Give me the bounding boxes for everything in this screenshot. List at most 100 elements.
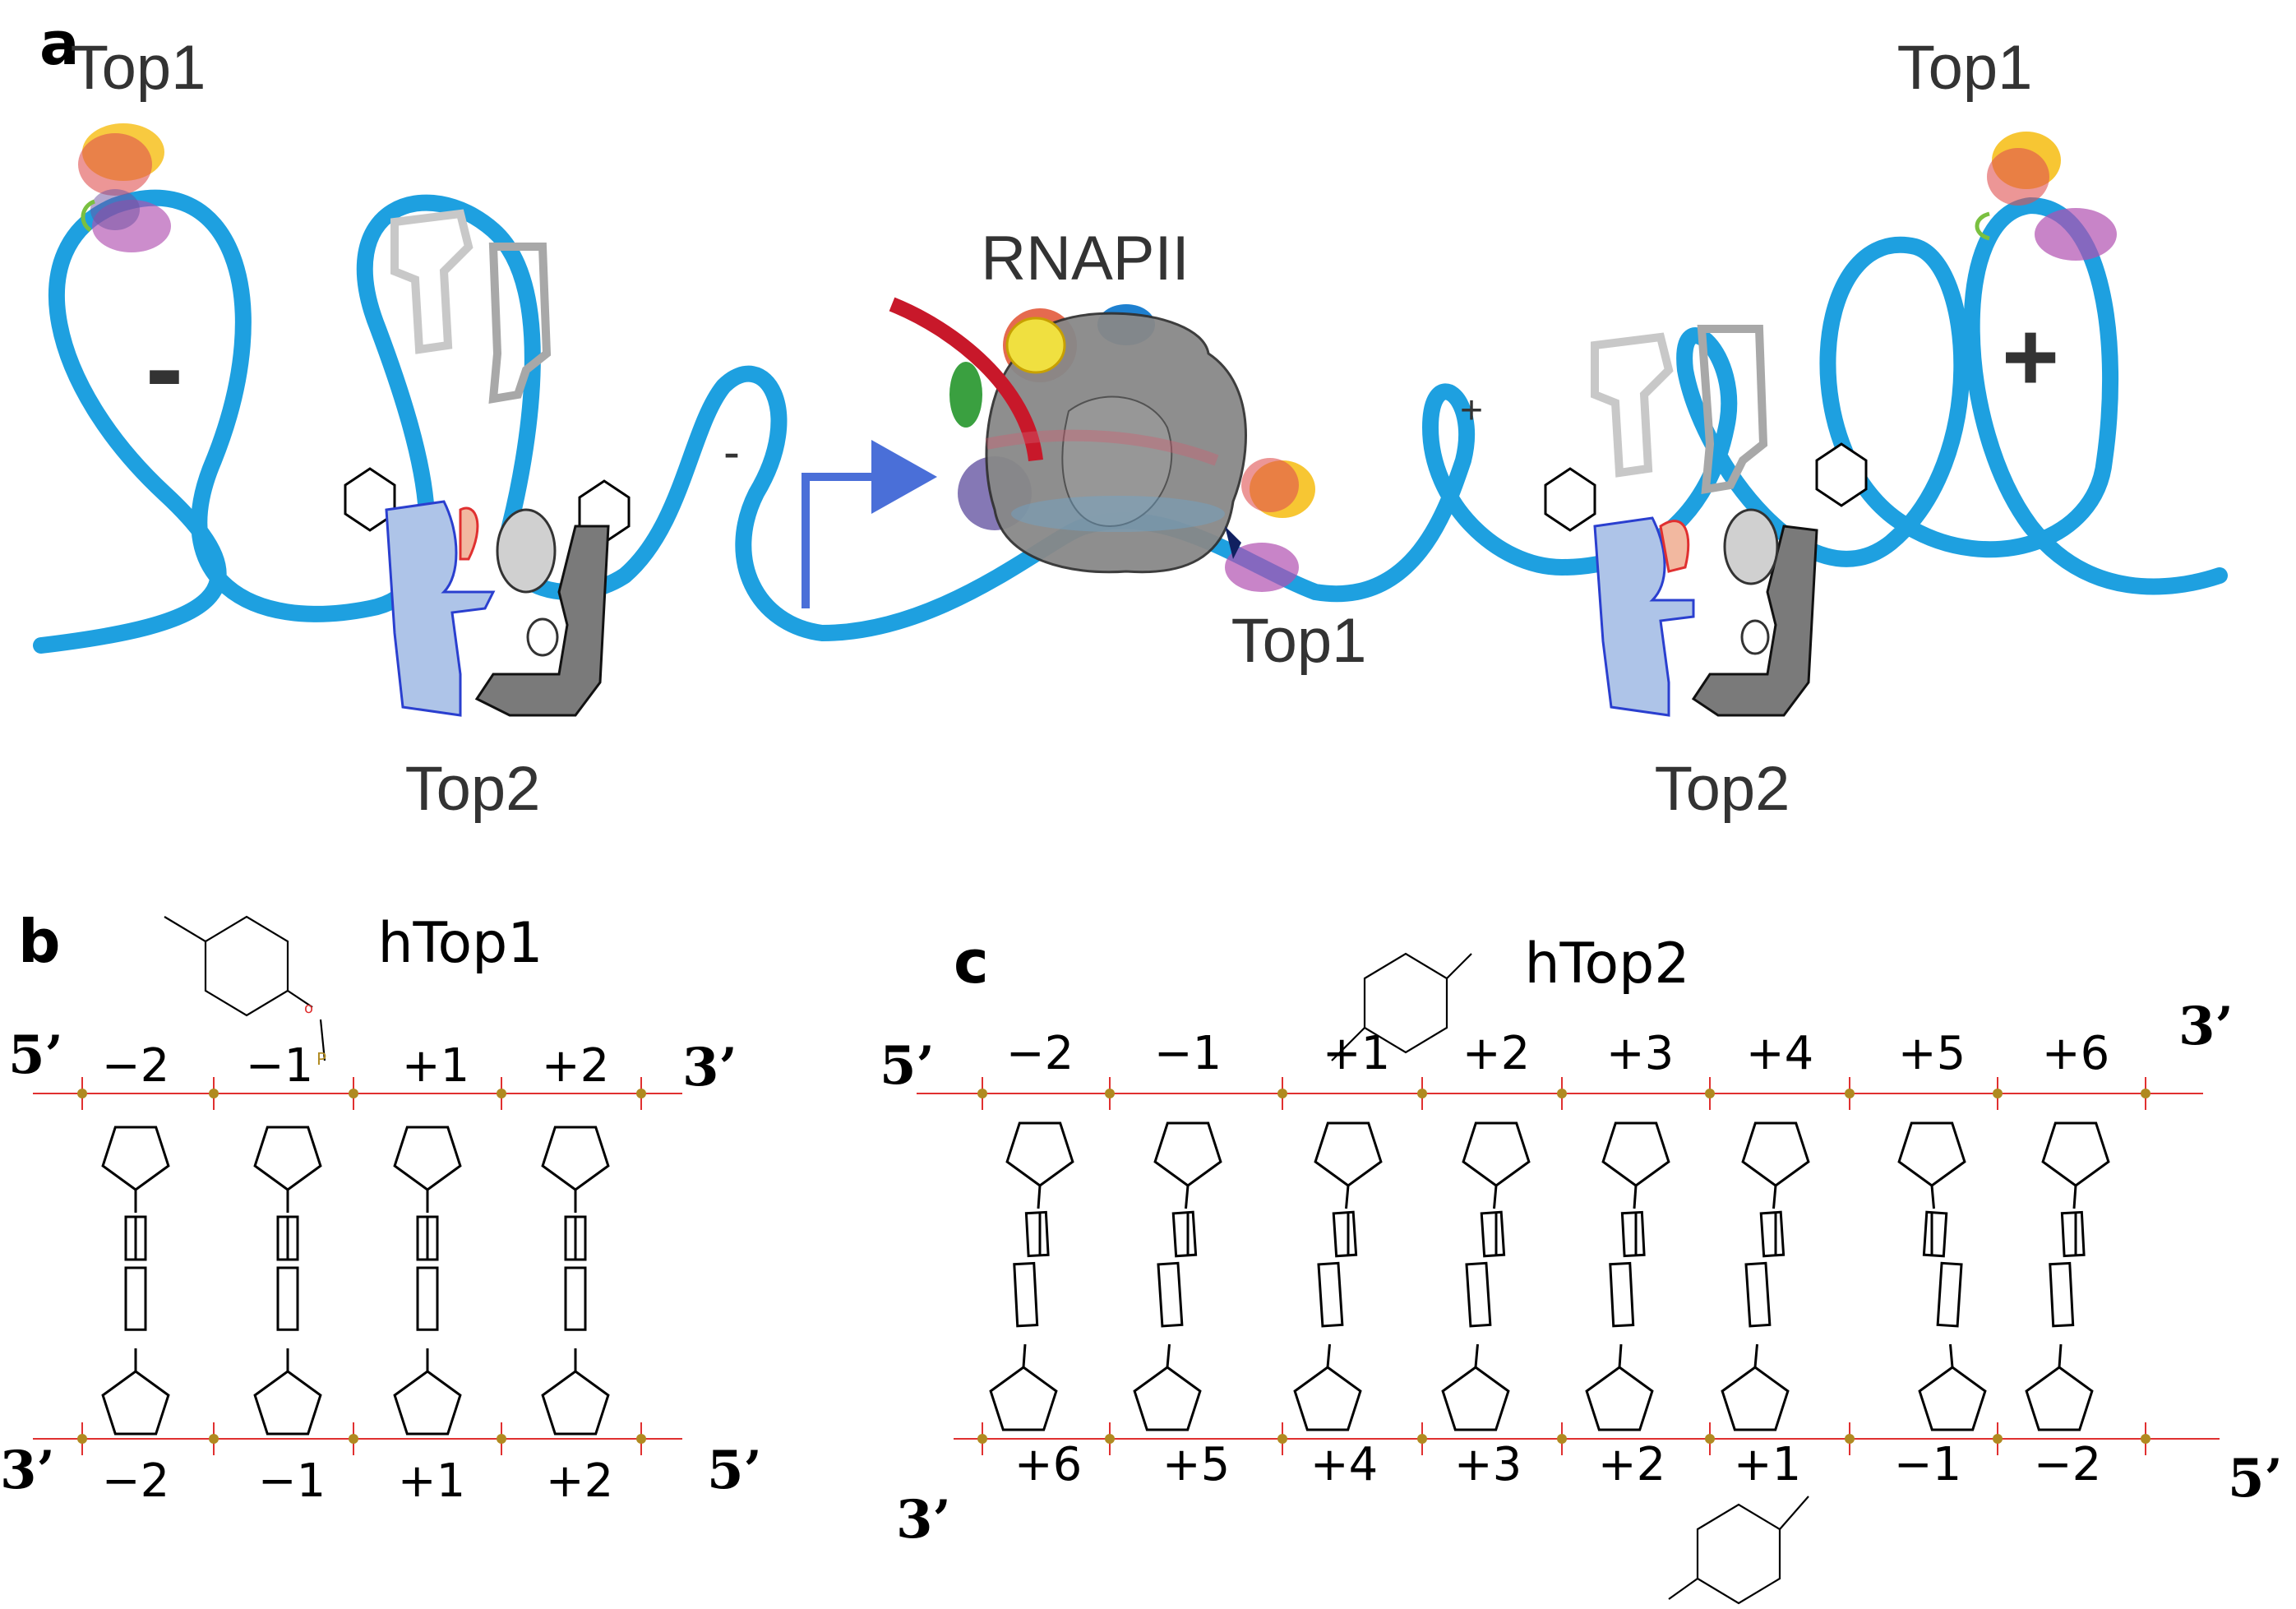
base-pair (1721, 1121, 1810, 1431)
top2-enzyme-left (344, 209, 631, 717)
top1-enzyme-right (1975, 132, 2117, 261)
tyrosine-ring-c-top (1331, 952, 1472, 1061)
tss-arrow (802, 440, 937, 608)
base-pair (989, 1121, 1074, 1431)
tyrosine-ring-c-bottom (1668, 1496, 1809, 1605)
phosphate-group (477, 1422, 526, 1455)
base-block (1609, 1261, 1635, 1328)
base-pair (1585, 1121, 1670, 1431)
base-block (1744, 1261, 1772, 1328)
phosphate-group (1537, 1077, 1587, 1110)
base-block (1465, 1261, 1492, 1328)
sugar-ring (1601, 1121, 1670, 1187)
sugar-ring (541, 1126, 610, 1191)
top1-enzyme-left (78, 123, 171, 252)
phosphate-group (1973, 1077, 2022, 1110)
phosphate-group (617, 1422, 666, 1455)
svg-text:P: P (316, 1049, 326, 1069)
svg-text:o: o (304, 1000, 313, 1017)
base-block (1620, 1210, 1646, 1258)
phosphate-group (1825, 1077, 1874, 1110)
panel-c-top-position: +1 (1323, 1027, 1391, 1080)
phosphate-group (329, 1422, 378, 1455)
sugar-ring (1314, 1121, 1383, 1187)
panel-b-bottom-position: +2 (546, 1454, 614, 1508)
phosphate-group (1685, 1422, 1735, 1455)
top1-label-left: Top1 (71, 33, 206, 103)
panel-c-bottom-position: +2 (1598, 1438, 1666, 1491)
phosphate-group (1537, 1422, 1587, 1455)
phosphate-group (329, 1077, 378, 1110)
panel-c-bottom-position: +5 (1162, 1438, 1231, 1491)
phosphate-group (1825, 1422, 1874, 1455)
sugar-ring (2041, 1121, 2110, 1187)
panel-c-top-position: +4 (1746, 1027, 1814, 1080)
panel-c-bottom-position: +3 (1454, 1438, 1522, 1491)
sugar-ring (541, 1370, 610, 1436)
phosphate-group (2121, 1422, 2170, 1455)
phosphate-group (2121, 1077, 2170, 1110)
panel-b-top-3prime: 3’ (682, 1037, 737, 1098)
phosphate-group (58, 1422, 107, 1455)
panel-c-top-3prime: 3’ (2178, 996, 2234, 1057)
base-pair (1897, 1121, 1987, 1431)
panel-c-bottom-position: +6 (1014, 1438, 1083, 1491)
tyrosine-ring-b: o P (164, 915, 326, 1069)
panel-c-top-5prime: 5’ (880, 1035, 935, 1097)
panel-b-top-position: +2 (542, 1039, 610, 1093)
top2-enzyme-right (1544, 325, 1868, 717)
sugar-ring (101, 1370, 170, 1436)
base-block (1171, 1210, 1198, 1258)
panel-b-bottom-5prime: 5’ (707, 1440, 762, 1501)
top2-label-right: Top2 (1655, 754, 1790, 824)
panel-a-letter: a (39, 9, 80, 78)
panel-c-base-pairs (917, 1077, 2220, 1455)
panel-c-letter: c (954, 927, 989, 996)
base-block (124, 1266, 147, 1331)
panel-c-top-positions: −2−1+1+2+3+4+5+6 (1006, 1027, 2110, 1080)
top2-label-left: Top2 (405, 754, 541, 824)
base-block (1759, 1210, 1786, 1258)
panel-c-top-position: +6 (2042, 1027, 2110, 1080)
panel-c-bottom-5prime: 5’ (2228, 1448, 2283, 1510)
supercoil-positive-sign-large: + (2002, 302, 2059, 412)
rnapii-complex (889, 297, 1247, 574)
base-block (276, 1266, 299, 1331)
sugar-ring (1918, 1366, 1987, 1431)
panel-c-bottom-position: −1 (1894, 1438, 1962, 1491)
sugar-ring (1462, 1121, 1531, 1187)
phosphate-group (958, 1422, 1007, 1455)
rnapii-label: RNAPII (981, 224, 1189, 294)
supercoil-negative-sign-large: - (146, 303, 184, 432)
panel-c-top-position: +3 (1606, 1027, 1675, 1080)
phosphate-group (189, 1422, 238, 1455)
base-block (1922, 1210, 1948, 1258)
base-pair (2025, 1121, 2110, 1431)
base-block (1936, 1261, 1963, 1328)
panel-c-bottom-position: −2 (2034, 1438, 2102, 1491)
panel-c-bottom-position: +1 (1734, 1438, 1802, 1491)
base-pair (101, 1126, 170, 1436)
panel-c-top-position: −1 (1154, 1027, 1222, 1080)
supercoil-positive-sign-small: + (1460, 389, 1483, 432)
panel-b-top-position: −2 (102, 1039, 170, 1093)
phosphate-group (1258, 1077, 1307, 1110)
panel-b-letter: b (18, 907, 61, 976)
sugar-ring (253, 1370, 322, 1436)
top1-label-center: Top1 (1231, 606, 1367, 676)
phosphate-group (1973, 1422, 2022, 1455)
supercoil-negative-sign-small: - (723, 424, 740, 479)
phosphate-group (58, 1077, 107, 1110)
panel-c-bottom-position: +4 (1310, 1438, 1379, 1491)
sugar-ring (1005, 1121, 1074, 1187)
phosphate-group (1397, 1422, 1447, 1455)
sugar-ring (1133, 1366, 1202, 1431)
panel-b-top-5prime: 5’ (8, 1024, 63, 1086)
base-block (564, 1266, 587, 1331)
sugar-ring (1721, 1366, 1790, 1431)
panel-b-base-pairs (33, 1077, 682, 1455)
phosphate-group (1397, 1077, 1447, 1110)
panel-a: a Top1 - - Top2 (33, 9, 2228, 824)
panel-c-top-position: −2 (1006, 1027, 1074, 1080)
base-pair (253, 1126, 322, 1436)
